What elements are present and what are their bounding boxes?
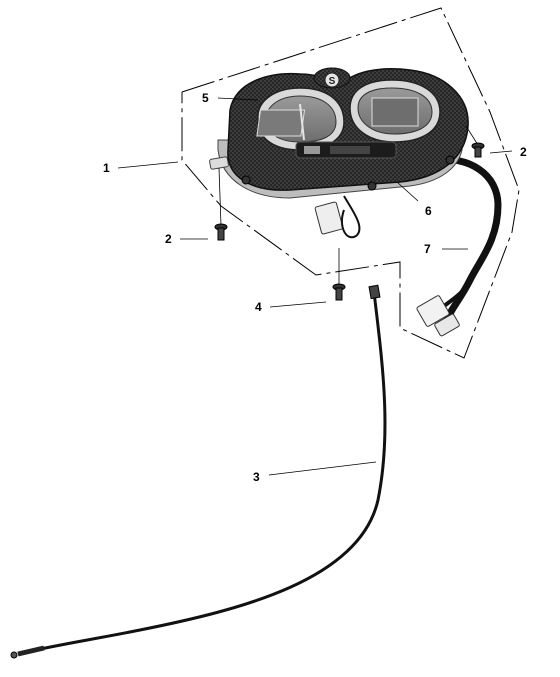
screw-4	[332, 248, 346, 301]
callout-2-left: 2	[165, 232, 172, 246]
callout-5: 5	[202, 91, 209, 105]
callout-7: 7	[424, 242, 431, 256]
screw-2-right	[465, 125, 485, 158]
brand-badge: S	[329, 76, 336, 87]
callout-3: 3	[253, 470, 260, 484]
leader-lines	[117, 97, 513, 476]
assembly-boundary	[181, 7, 520, 359]
instrument-cluster: S	[209, 67, 469, 239]
callout-1: 1	[103, 161, 110, 175]
callout-numbers: 1 2 2 3 4 5 6 7	[103, 91, 527, 484]
callout-2-right: 2	[520, 145, 527, 159]
callout-6: 6	[425, 204, 432, 218]
speedometer-cable	[10, 284, 387, 659]
wiring-harness	[416, 155, 502, 337]
screw-2-left	[214, 167, 228, 241]
callout-4: 4	[255, 300, 262, 314]
